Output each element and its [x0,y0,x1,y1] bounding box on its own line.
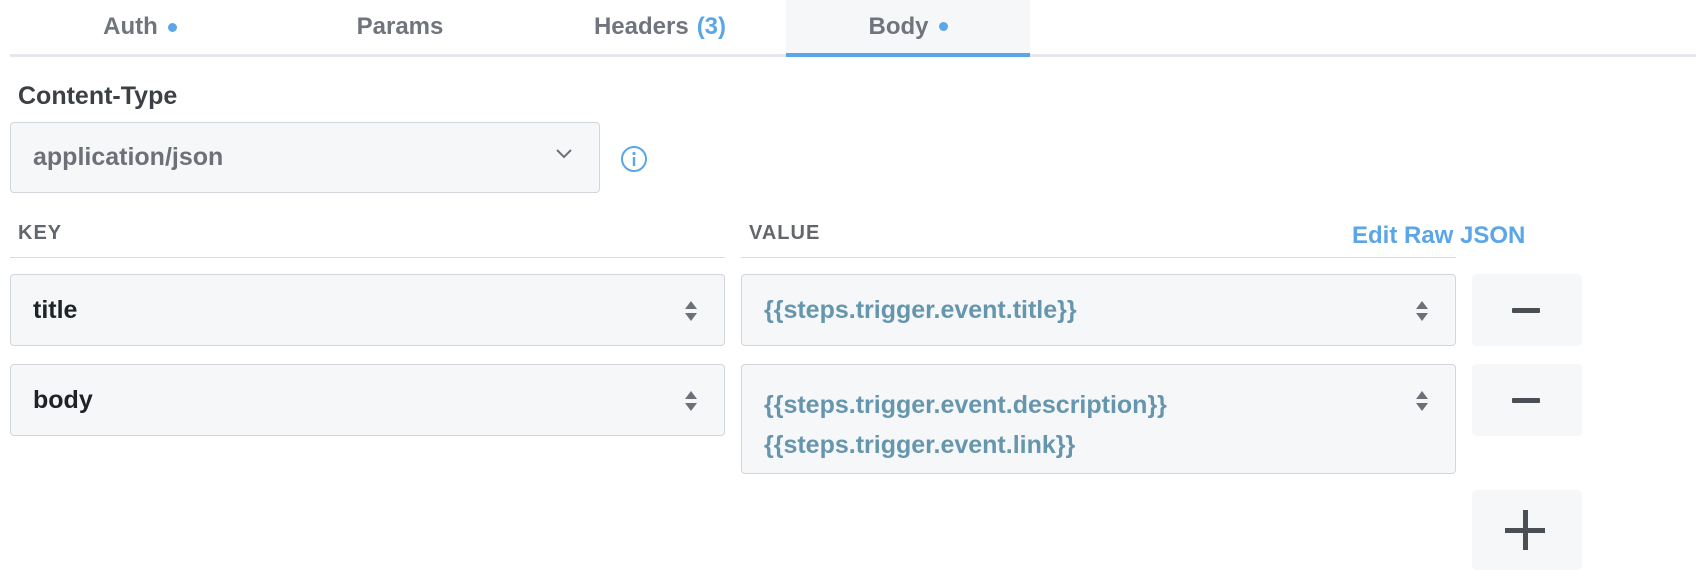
minus-icon [1512,308,1540,313]
tab-headers[interactable]: Headers (3) [530,0,790,54]
chevron-down-icon [556,149,572,159]
tab-auth[interactable]: Auth [30,0,250,54]
remove-row-button[interactable] [1472,274,1582,346]
tab-headers-count: (3) [696,13,727,40]
key-column-header: KEY [18,222,63,244]
content-type-select[interactable]: application/json [10,122,600,193]
value-field[interactable]: {{steps.trigger.event.title}} [741,274,1456,346]
remove-row-button[interactable] [1472,364,1582,436]
content-type-value: application/json [33,143,224,171]
add-row-button[interactable] [1472,490,1582,570]
edit-raw-json-link[interactable]: Edit Raw JSON [1352,222,1526,249]
tab-body[interactable]: Body [786,0,1030,57]
sort-arrows-icon [685,301,697,321]
tab-params-label: Params [356,13,444,40]
key-column-divider [10,257,725,258]
key-text: body [33,385,93,414]
value-field[interactable]: {{steps.trigger.event.description}} {{st… [741,364,1456,474]
key-text: title [33,295,78,324]
value-line: {{steps.trigger.event.title}} [764,296,1077,324]
value-column-divider [741,257,1456,258]
sort-arrows-icon [1416,301,1428,321]
sort-arrows-icon [685,391,697,411]
key-field[interactable]: body [10,364,725,436]
plus-icon [1505,528,1545,533]
value-line: {{steps.trigger.event.link}} [764,431,1076,459]
tab-bar: Auth Params Headers (3) Body [10,0,1696,57]
tab-params[interactable]: Params [280,0,520,54]
tab-body-label: Body [868,12,929,40]
tab-auth-dot-icon [167,22,177,32]
sort-arrows-icon [1416,391,1428,411]
tab-auth-label: Auth [103,13,158,40]
key-field[interactable]: title [10,274,725,346]
content-type-label: Content-Type [18,82,178,110]
minus-icon [1512,398,1540,403]
value-column-header: VALUE [749,222,821,244]
tab-headers-label: Headers [593,13,689,40]
info-icon[interactable] [620,145,648,173]
tab-body-dot-icon [938,22,948,31]
value-line: {{steps.trigger.event.description}} [764,391,1167,419]
